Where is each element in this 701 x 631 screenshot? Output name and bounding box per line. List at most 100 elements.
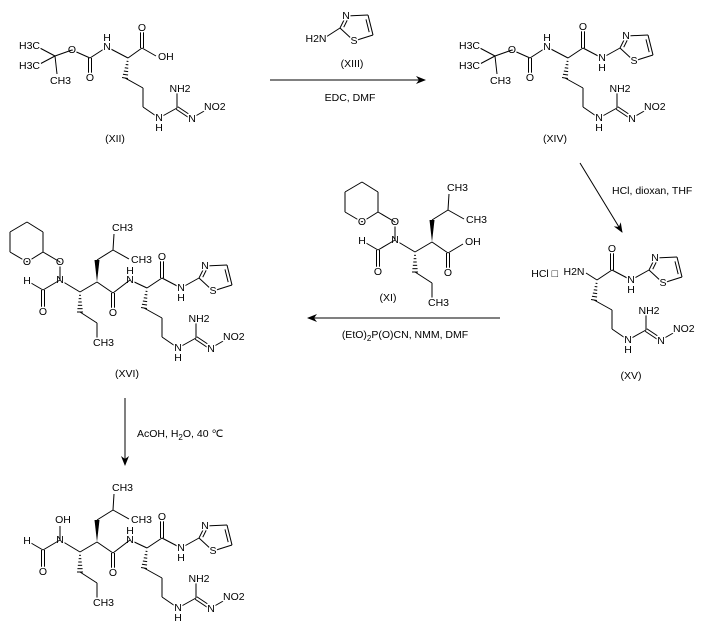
single-bond — [344, 181, 363, 193]
single-bond — [112, 493, 115, 511]
atom-label-h: H — [358, 235, 366, 247]
atom-label-ch3: CH3 — [50, 75, 71, 87]
single-bond — [627, 329, 647, 341]
single-bond — [96, 281, 114, 294]
single-bond — [582, 47, 603, 59]
single-bond — [353, 34, 374, 42]
single-bond — [146, 537, 163, 549]
atom-label-h: H — [598, 62, 606, 74]
single-bond — [339, 27, 355, 42]
atom-label-n: N — [174, 602, 182, 614]
atom-label-o: O — [508, 44, 516, 56]
single-bond — [365, 242, 379, 251]
atom-label-n: N — [627, 274, 635, 286]
single-bond — [394, 239, 416, 253]
single-bond — [494, 49, 513, 57]
single-bond — [106, 46, 129, 59]
single-bond — [161, 336, 179, 349]
reaction-arrows — [121, 76, 623, 466]
atom-label-n: N — [207, 603, 215, 615]
atom-label-h: H — [126, 265, 134, 277]
arrow-step2 — [579, 162, 623, 233]
double-bond — [343, 19, 349, 28]
single-bond — [124, 77, 144, 89]
double-bond — [196, 336, 213, 348]
atom-label-s: S — [350, 35, 357, 47]
atom-label-o: O — [444, 267, 452, 279]
atom-label-n: N — [201, 260, 209, 272]
atom-label-h3c: H3C — [459, 60, 480, 72]
atom-label-o: O — [109, 307, 117, 319]
hashed-wedge-bond — [143, 557, 148, 559]
atom-label-o: O — [158, 511, 166, 523]
atom-label-o: O — [358, 216, 366, 228]
single-bond — [325, 27, 341, 38]
atom-label-n: N — [174, 342, 182, 354]
single-bond — [127, 47, 143, 59]
single-bond — [447, 243, 464, 254]
atom-label-n: N — [543, 41, 551, 53]
atom-label-h2n: H2N — [563, 266, 584, 278]
single-bond — [431, 209, 449, 221]
double-bond — [202, 529, 208, 538]
hashed-wedge-bond — [143, 297, 148, 299]
single-bond — [226, 524, 233, 546]
atom-label-s: S — [209, 285, 216, 297]
single-bond — [158, 107, 178, 119]
single-bond — [593, 299, 613, 311]
double-bond — [175, 108, 192, 120]
double-bond — [224, 269, 229, 283]
atom-label-oh: OH — [158, 51, 174, 63]
single-bond — [361, 211, 379, 223]
hashed-wedge-bond — [563, 70, 569, 73]
single-bond — [601, 47, 621, 59]
reagent-step2: HCl, dioxan, THF — [612, 185, 692, 197]
single-bond — [447, 193, 450, 211]
single-bond — [141, 47, 157, 57]
hashed-wedge-bond — [124, 67, 129, 69]
atom-label-ch3: CH3 — [131, 254, 152, 266]
double-bond — [177, 106, 194, 118]
single-bond — [96, 249, 114, 261]
single-bond — [177, 597, 197, 609]
atom-label-h: H — [23, 275, 31, 287]
compound-label-xii: (XII) — [105, 133, 125, 145]
double-bond — [615, 108, 632, 120]
hashed-wedge-bond — [142, 560, 148, 563]
reagent-step4: AcOH, H2O, 40 ℃ — [137, 428, 223, 442]
double-bond — [674, 261, 679, 275]
single-bond — [377, 211, 396, 223]
atom-label-h: H — [543, 32, 551, 44]
single-bond — [112, 509, 130, 520]
single-bond — [582, 106, 600, 119]
single-bond — [633, 54, 654, 62]
single-bond — [611, 328, 629, 341]
single-bond — [54, 49, 73, 57]
atom-label-n: N — [657, 335, 665, 347]
atom-label-n: N — [177, 542, 185, 554]
single-bond — [212, 284, 233, 292]
single-bond — [37, 46, 56, 57]
single-bond — [161, 596, 179, 609]
single-bond — [611, 269, 632, 281]
single-bond — [598, 107, 618, 119]
atom-label-ch3: CH3 — [93, 337, 114, 349]
hashed-wedge-bond — [564, 67, 569, 69]
atom-label-nh2: NH2 — [638, 305, 659, 317]
atom-label-h: H — [595, 122, 603, 134]
atom-label-n: N — [598, 52, 606, 64]
hashed-wedge-bond — [122, 73, 129, 76]
single-bond — [676, 256, 683, 278]
hashed-wedge-bond — [123, 70, 129, 73]
single-bond — [89, 46, 108, 59]
reagent-step1: EDC, DMF — [325, 92, 376, 104]
single-bond — [180, 277, 200, 289]
atom-label-no2: NO2 — [673, 323, 695, 335]
double-bond — [194, 338, 211, 350]
atom-label-ch3: CH3 — [447, 182, 468, 194]
compound-label-xv: (XV) — [621, 370, 642, 382]
atom-label-ch3: CH3 — [112, 482, 133, 494]
